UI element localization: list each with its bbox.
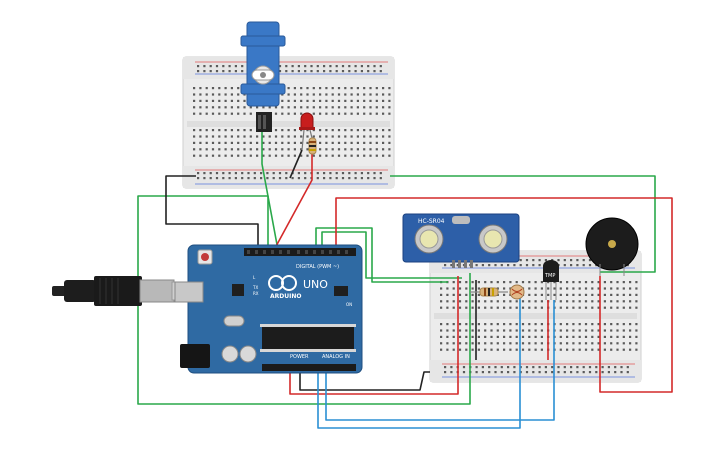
power-jack [180, 344, 210, 368]
wire-blue-a1 [325, 300, 555, 421]
atmega-chip [262, 326, 354, 350]
wire-red-power [289, 276, 459, 395]
arduino-logo-icon [268, 275, 297, 291]
resistor-icon[interactable] [308, 137, 317, 155]
usb-cable-icon [52, 276, 195, 306]
piezo-buzzer-icon[interactable] [585, 217, 639, 276]
wire-black-gnd [165, 175, 259, 250]
analog-label: ANALOG IN [322, 354, 350, 360]
arduino-uno-board[interactable]: ARDUINO UNO DIGITAL (PWM ~) POWER ANALOG… [174, 244, 363, 374]
wire-black-power [299, 371, 430, 391]
wire-green-digital2 [321, 231, 462, 279]
photoresistor-icon[interactable] [509, 284, 525, 300]
rx-label: RX [253, 291, 259, 296]
wire-red-led [273, 150, 313, 251]
digital-label: DIGITAL (PWM ~) [296, 264, 339, 270]
wire-blue-a0 [317, 296, 521, 429]
resistor-icon[interactable] [470, 287, 508, 297]
ultrasonic-sensor-icon[interactable]: HC-SR04 [402, 213, 520, 268]
wire-green-digital1 [315, 227, 448, 283]
top-breadboard[interactable] [182, 56, 395, 189]
arduino-model-text: UNO [303, 278, 328, 291]
servo-motor-icon[interactable] [240, 21, 286, 132]
usb-port [174, 281, 204, 303]
wire-red-top [335, 197, 673, 393]
ultrasonic-label: HC-SR04 [418, 218, 445, 225]
wire-black-led [289, 149, 303, 179]
digital-header-pins[interactable] [247, 250, 348, 254]
tx-label: TX [252, 285, 258, 290]
arduino-brand-text: ARDUINO [270, 293, 301, 300]
right-breadboard-holes [440, 259, 638, 374]
right-breadboard[interactable] [429, 250, 642, 383]
wire-green-top [390, 175, 656, 273]
power-label: POWER [290, 354, 309, 360]
led-icon[interactable] [299, 112, 315, 151]
tmp-label: TMP [544, 273, 555, 279]
l-label: L [253, 275, 256, 280]
on-label: ON [346, 302, 352, 307]
temperature-sensor-icon[interactable]: TMP [543, 260, 559, 300]
wire-green-servo [261, 130, 279, 251]
